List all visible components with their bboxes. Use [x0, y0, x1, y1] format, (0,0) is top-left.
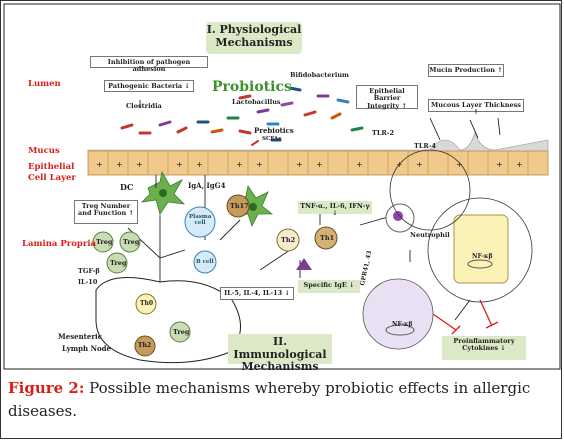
- th2-node-cell: [134, 335, 156, 357]
- allergen-triangle: [296, 258, 312, 270]
- lactobacillus-label: Lactobacillus: [232, 98, 281, 106]
- svg-text:+: +: [456, 160, 463, 169]
- neutrophil-label: Neutrophil: [410, 231, 450, 239]
- th17-label: Th17: [230, 202, 249, 210]
- nfkb-label-1: NF-κβ: [392, 321, 413, 328]
- epithelial-cell-borders: [107, 151, 529, 175]
- physiological-title: I. Physiological Mechanisms: [206, 23, 302, 49]
- immunological-title: II. Immunological Mechanisms: [233, 335, 327, 374]
- treg-label-1: Treg: [96, 238, 113, 246]
- epithelial-nf-cell: [453, 214, 509, 284]
- plasma-cell: [184, 206, 216, 238]
- svg-text:+: +: [136, 160, 143, 169]
- svg-text:+: +: [96, 160, 103, 169]
- zoom-circle-right: [427, 197, 533, 303]
- clostridia-label: Clostridia: [126, 102, 162, 110]
- cytokines-box: TNF-α., IL-6, IFN-γ ↓: [298, 201, 372, 217]
- th2-cell: [276, 228, 300, 252]
- svg-text:+: +: [316, 160, 323, 169]
- tlr4-label: TLR-4: [414, 142, 437, 150]
- svg-text:+: +: [356, 160, 363, 169]
- mucous-thickness-box: Mucous Layer Thickness ↑: [428, 99, 524, 116]
- treg-number-box: Treg Number and Function ↑: [74, 200, 138, 224]
- immunological-title-box: II. Immunological Mechanisms: [228, 334, 332, 373]
- treg-cells: [92, 231, 191, 343]
- bcell-label: B cell: [196, 259, 214, 265]
- mln-label-2: Lymph Node: [62, 344, 111, 353]
- lumen-label: Lumen: [28, 79, 61, 89]
- scfas-label: SCFAs: [262, 136, 282, 142]
- figure-caption: Figure 2: Possible mechanisms whereby pr…: [8, 377, 556, 422]
- plasma-label: Plasma cell: [189, 214, 212, 226]
- tgf-label: TGF-β: [78, 267, 100, 275]
- figure-label: Figure 2:: [8, 379, 85, 397]
- inhibition-box: Inhibition of pathogen adhesion: [90, 56, 208, 73]
- svg-text:+: +: [176, 160, 183, 169]
- specific-ige-box: Specific IgE ↓: [298, 280, 360, 293]
- tlr2-label: TLR-2: [372, 129, 395, 137]
- svg-text:+: +: [236, 160, 243, 169]
- bacteria-cluster: [120, 86, 364, 146]
- svg-text:+: +: [116, 160, 123, 169]
- tight-junction-marks: +++ +++ +++ +++ +++: [96, 160, 523, 169]
- treg-label-4: Treg: [173, 328, 190, 336]
- svg-text:+: +: [256, 160, 263, 169]
- nfkb-label-2: NF-κβ: [472, 253, 493, 260]
- physiological-title-box: I. Physiological Mechanisms: [206, 22, 302, 54]
- treg-label-2: Treg: [123, 238, 140, 246]
- zoom-circle-top: [389, 149, 471, 231]
- prebiotics-label: Prebiotics: [254, 126, 294, 135]
- th1-cell: [314, 226, 338, 250]
- mucus-label: Mucus: [28, 146, 60, 156]
- lamina-propria-label: Lamina Propria: [22, 239, 97, 249]
- dendritic-cell: [140, 170, 186, 215]
- dc-label: DC: [120, 182, 134, 192]
- il10-label: IL-10: [78, 278, 98, 286]
- proinflammatory-box: Proinflammatory Cytokines ↓: [442, 336, 526, 360]
- mln-label-1: Mesenteric: [58, 332, 102, 341]
- svg-text:+: +: [496, 160, 503, 169]
- th2-label: Th2: [281, 236, 296, 244]
- treg-label-3: Treg: [110, 259, 127, 267]
- th0-label: Th0: [140, 300, 154, 307]
- svg-text:+: +: [516, 160, 523, 169]
- probiotics-label: Probiotics: [212, 79, 292, 95]
- svg-text:+: +: [196, 160, 203, 169]
- pathogenic-box: Pathogenic Bacteria ↓: [104, 80, 194, 92]
- caption-text: Possible mechanisms whereby probiotic ef…: [8, 379, 531, 420]
- barrier-box: Epithelial Barrier Integrity ↑: [356, 85, 418, 110]
- th17-cell: [226, 194, 250, 218]
- immune-cell-zoom: [362, 278, 434, 350]
- b-cell: [193, 250, 217, 274]
- mucin-box: Mucin Production ↑: [428, 64, 504, 77]
- th0-cell: [135, 293, 157, 315]
- epithelial-layer: [87, 150, 549, 176]
- bifidobacterium-label: Bifidobacterium: [290, 71, 349, 79]
- th1-label: Th1: [320, 234, 335, 242]
- lymph-node: [95, 277, 241, 364]
- mucus-layer: [87, 130, 549, 153]
- il-box: IL-5, IL-4, IL-13 ↓: [220, 287, 294, 300]
- epithelial-label: Epithelial Cell Layer: [28, 162, 76, 183]
- iga-label: IgA, IgG4: [188, 181, 226, 190]
- svg-text:+: +: [296, 160, 303, 169]
- svg-text:+: +: [416, 160, 423, 169]
- th2-node-label: Th2: [138, 342, 152, 349]
